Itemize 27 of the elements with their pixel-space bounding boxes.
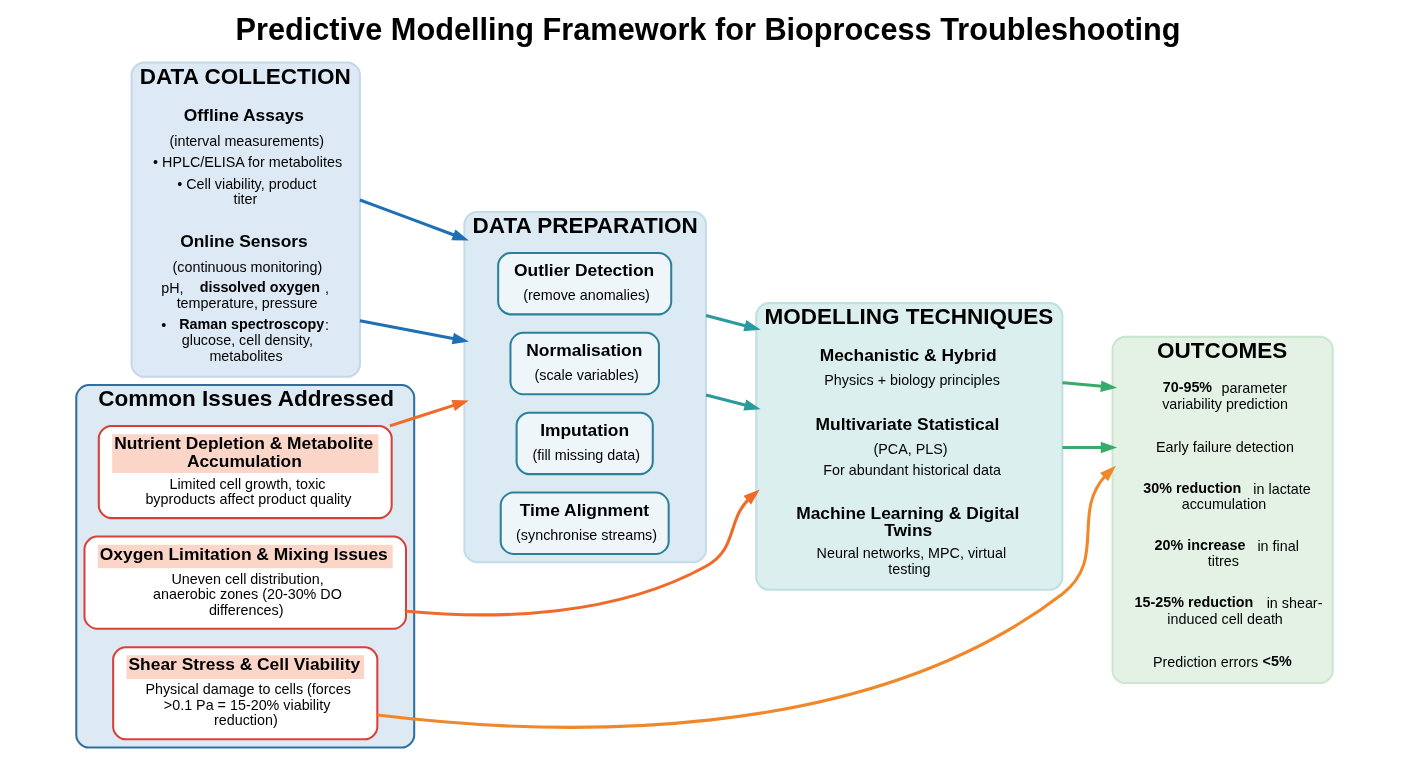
node-text: Early failure detection xyxy=(1155,438,1294,455)
node-text: Machine Learning & Digital Twins Neural networks, MPC, virtual testing xyxy=(795,502,1019,577)
node-box: Normalisation (scale variables) xyxy=(508,331,660,396)
node-box: Imputation (fill missing data) xyxy=(515,411,654,476)
node-text: Prediction errors <5% xyxy=(1152,652,1292,670)
diagram-title: Predictive Modelling Framework for Bioprocess Troubleshooting xyxy=(235,11,1181,47)
node-box: Shear Stress & Cell Viability Physical damage to cells (forces >0.1 Pa = 15-20% viability reduction) xyxy=(111,646,378,741)
node-box: Nutrient Depletion & Metabolite Accumulation Limited cell growth, toxic byproducts affect product quality xyxy=(97,424,393,520)
arrow xyxy=(705,393,761,411)
node-text: Online Sensors (continuous monitoring) pH, dissolved oxygen, temperature, pressure • Raman spectroscopy: glucose, cell density, metabolites xyxy=(160,231,329,364)
node-text: 30% reduction in lactate accumulation xyxy=(1142,479,1311,513)
node-text: 70-95% parameter variability prediction xyxy=(1161,379,1288,412)
arrow xyxy=(705,313,761,332)
arrow xyxy=(388,400,469,428)
arrow xyxy=(359,319,469,345)
node-text: 20% increase in final titres xyxy=(1154,537,1299,570)
node-text: Multivariate Statistical (PCA, PLS) For abundant historical data xyxy=(815,413,1001,479)
arrow xyxy=(1061,380,1117,392)
node-box: Outlier Detection (remove anomalies) xyxy=(496,251,672,316)
node-text: Mechanistic & Hybrid Physics + biology principles xyxy=(819,345,1000,389)
arrow xyxy=(376,465,1116,729)
node-box: Time Alignment (synchronise streams) xyxy=(499,491,670,555)
arrow xyxy=(1061,441,1117,454)
arrow xyxy=(358,198,469,241)
node-text: 15-25% reduction in shear-induced cell death xyxy=(1134,594,1322,627)
node-text: Offline Assays (interval measurements) • HPLC/ELISA for metabolites • Cell viability, product titer xyxy=(152,105,342,207)
node-box: Oxygen Limitation & Mixing Issues Uneven cell distribution, anaerobic zones (20-30% DO differences) xyxy=(82,535,407,630)
